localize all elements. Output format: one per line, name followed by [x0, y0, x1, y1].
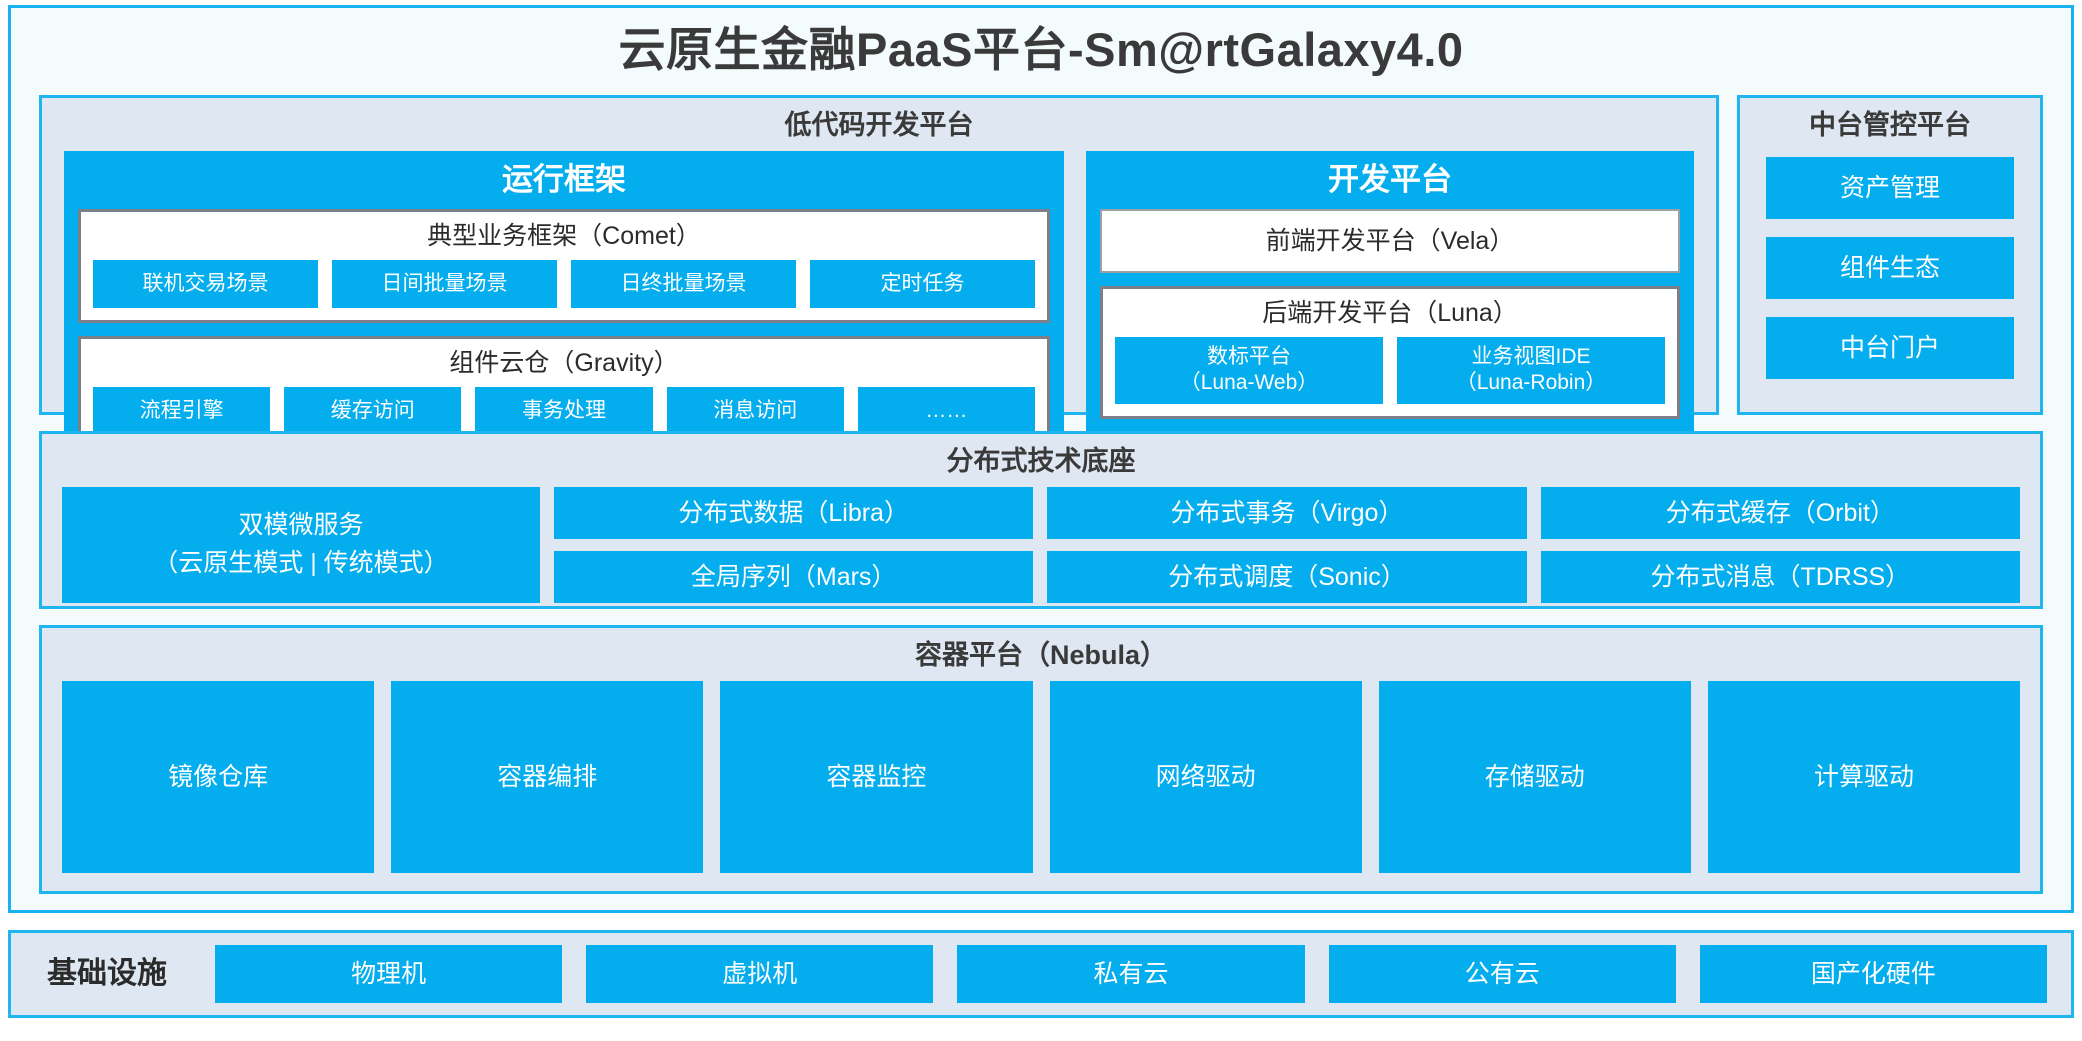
- chip-code: （Luna-Robin）: [1455, 371, 1607, 395]
- midoffice-item[interactable]: 组件生态: [1766, 236, 2014, 299]
- comet-chip[interactable]: 联机交易场景: [93, 260, 318, 309]
- gravity-chip-ellipsis[interactable]: ……: [857, 387, 1036, 436]
- dev-platform-title: 开发平台: [1328, 161, 1452, 197]
- midoffice-item[interactable]: 中台门户: [1766, 316, 2014, 379]
- container-cell[interactable]: 容器监控: [720, 680, 1033, 873]
- backend-dev-platform-title: 后端开发平台（Luna）: [1262, 299, 1518, 328]
- dual-mode-line1: 双模微服务: [238, 511, 364, 540]
- container-platform-title: 容器平台（Nebula）: [914, 640, 1168, 671]
- dual-mode-microservice-box[interactable]: 双模微服务 （云原生模式 | 传统模式）: [62, 486, 540, 603]
- container-platform-panel: 容器平台（Nebula） 镜像仓库 容器编排 容器监控 网络驱动 存储驱动 计算…: [39, 625, 2043, 894]
- midoffice-item-list: 资产管理 组件生态 中台门户: [1740, 151, 2040, 413]
- tech-cell[interactable]: 分布式事务（Virgo）: [1047, 486, 1527, 539]
- infrastructure-cell[interactable]: 公有云: [1328, 945, 1676, 1003]
- backend-dev-platform-card: 后端开发平台（Luna） 数标平台 （Luna-Web） 业务视图IDE （Lu…: [1100, 286, 1680, 419]
- infrastructure-cell[interactable]: 虚拟机: [586, 945, 934, 1003]
- tech-column: 分布式缓存（Orbit） 分布式消息（TDRSS）: [1540, 486, 2020, 603]
- container-cell[interactable]: 计算驱动: [1707, 680, 2021, 873]
- midoffice-control-panel: 中台管控平台 资产管理 组件生态 中台门户: [1737, 95, 2043, 416]
- gravity-chip[interactable]: 消息访问: [666, 387, 844, 436]
- comet-chip[interactable]: 定时任务: [810, 260, 1035, 309]
- infrastructure-bar: 基础设施 物理机 虚拟机 私有云 公有云 国产化硬件: [8, 930, 2074, 1018]
- dev-platform-box: 开发平台 前端开发平台（Vela） 后端开发平台（Luna） 数标平台 （Lun…: [1086, 150, 1694, 465]
- gravity-chip[interactable]: 事务处理: [475, 387, 653, 436]
- infrastructure-cell[interactable]: 私有云: [957, 945, 1305, 1003]
- backend-chip-luna-web[interactable]: 数标平台 （Luna-Web）: [1115, 337, 1383, 404]
- tech-column: 分布式事务（Virgo） 分布式调度（Sonic）: [1047, 486, 1527, 603]
- infrastructure-cell[interactable]: 物理机: [215, 945, 563, 1003]
- tech-cell[interactable]: 分布式调度（Sonic）: [1047, 550, 1527, 603]
- comet-chip[interactable]: 日间批量场景: [332, 260, 557, 309]
- tech-base-body: 双模微服务 （云原生模式 | 传统模式） 分布式数据（Libra） 全局序列（M…: [42, 486, 2040, 619]
- tech-cell[interactable]: 分布式缓存（Orbit）: [1540, 486, 2020, 539]
- container-platform-body: 镜像仓库 容器编排 容器监控 网络驱动 存储驱动 计算驱动: [42, 680, 2040, 891]
- lowcode-platform-title: 低代码开发平台: [784, 110, 974, 141]
- comet-chip[interactable]: 日终批量场景: [571, 260, 796, 309]
- infrastructure-cell[interactable]: 国产化硬件: [1699, 945, 2048, 1003]
- container-cell[interactable]: 镜像仓库: [62, 680, 375, 873]
- tech-cell[interactable]: 分布式消息（TDRSS）: [1540, 550, 2020, 603]
- gravity-chip-list: 流程引擎 缓存访问 事务处理 消息访问 ……: [93, 387, 1036, 436]
- frontend-dev-platform-bar[interactable]: 前端开发平台（Vela）: [1100, 209, 1680, 274]
- gravity-chip[interactable]: 缓存访问: [284, 387, 462, 436]
- top-row: 低代码开发平台 运行框架 典型业务框架（Comet） 联机交易场景 日间批量场景…: [39, 95, 2043, 465]
- infrastructure-label: 基础设施: [47, 957, 167, 990]
- comet-card: 典型业务框架（Comet） 联机交易场景 日间批量场景 日终批量场景 定时任务: [78, 209, 1050, 324]
- runtime-framework-box: 运行框架 典型业务框架（Comet） 联机交易场景 日间批量场景 日终批量场景 …: [64, 150, 1064, 465]
- main-frame: 云原生金融PaaS平台-Sm@rtGalaxy4.0 低代码开发平台 运行框架 …: [8, 5, 2074, 913]
- lowcode-platform-panel: 低代码开发平台 运行框架 典型业务框架（Comet） 联机交易场景 日间批量场景…: [39, 95, 1719, 465]
- tech-column: 分布式数据（Libra） 全局序列（Mars）: [554, 486, 1034, 603]
- page-title: 云原生金融PaaS平台-Sm@rtGalaxy4.0: [618, 23, 1464, 76]
- tech-base-title: 分布式技术底座: [946, 446, 1136, 477]
- container-cell[interactable]: 存储驱动: [1378, 680, 1691, 873]
- runtime-framework-title: 运行框架: [502, 161, 626, 197]
- backend-chip-luna-robin[interactable]: 业务视图IDE （Luna-Robin）: [1397, 337, 1665, 404]
- midoffice-control-title: 中台管控平台: [1809, 110, 1971, 141]
- chip-name: 业务视图IDE: [1471, 345, 1591, 369]
- gravity-title: 组件云仓（Gravity）: [449, 349, 679, 378]
- tech-cell[interactable]: 全局序列（Mars）: [554, 550, 1034, 603]
- tech-cell[interactable]: 分布式数据（Libra）: [554, 486, 1034, 539]
- gravity-chip[interactable]: 流程引擎: [93, 387, 271, 436]
- chip-code: （Luna-Web）: [1179, 371, 1319, 395]
- container-cell[interactable]: 网络驱动: [1049, 680, 1362, 873]
- lowcode-platform-body: 运行框架 典型业务框架（Comet） 联机交易场景 日间批量场景 日终批量场景 …: [42, 150, 1716, 481]
- comet-chip-list: 联机交易场景 日间批量场景 日终批量场景 定时任务: [93, 260, 1035, 309]
- comet-title: 典型业务框架（Comet）: [427, 222, 701, 251]
- backend-chip-list: 数标平台 （Luna-Web） 业务视图IDE （Luna-Robin）: [1115, 337, 1665, 404]
- container-cell[interactable]: 容器编排: [391, 680, 704, 873]
- midoffice-item[interactable]: 资产管理: [1766, 156, 2014, 219]
- dual-mode-line2: （云原生模式 | 传统模式）: [153, 548, 449, 577]
- tech-base-panel: 分布式技术底座 双模微服务 （云原生模式 | 传统模式） 分布式数据（Libra…: [39, 431, 2043, 610]
- chip-name: 数标平台: [1207, 345, 1291, 369]
